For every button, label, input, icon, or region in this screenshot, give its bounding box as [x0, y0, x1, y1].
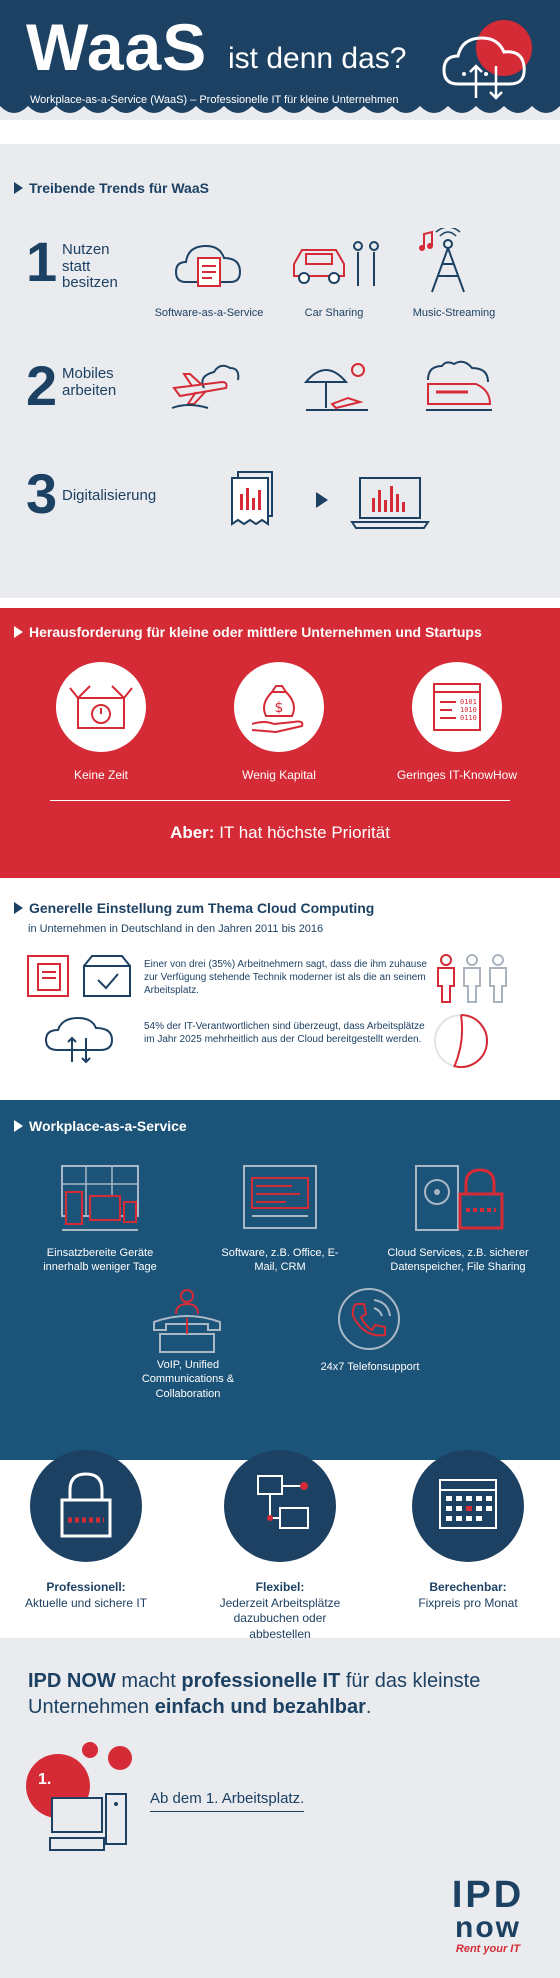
- divider-line: [50, 800, 510, 801]
- low-capital-circle: $: [234, 662, 324, 752]
- cloud-attitude-subtitle: in Unternehmen in Deutschland in den Jah…: [28, 923, 324, 935]
- airplane-icon: [171, 364, 240, 409]
- trend-label-1: Nutzen statt besitzen: [62, 241, 118, 291]
- cloud-sync-icon: [442, 20, 532, 100]
- caption-software: Software, z.B. Office, E-Mail, CRM: [221, 1247, 339, 1274]
- devices-icon: [61, 1165, 139, 1231]
- trend-label-2: Mobiles arbeiten: [62, 365, 117, 399]
- caption-devices: Einsatzbereite Geräte innerhalb weniger …: [43, 1247, 157, 1274]
- phone-support-icon: [338, 1288, 400, 1350]
- binary-code-screen-icon: 0101 1010 0110: [433, 683, 481, 731]
- music-streaming-icon: [419, 228, 465, 293]
- caption-support: 24x7 Telefonsupport: [320, 1361, 420, 1373]
- benefit-circle-2: [224, 1450, 336, 1562]
- trend-number-1: 1: [26, 230, 58, 293]
- triangle-bullet-icon: [14, 902, 23, 914]
- waas-title: Workplace-as-a-Service: [14, 1118, 187, 1134]
- header-banner: WaaS ist denn das? Workplace-as-a-Servic…: [0, 0, 560, 120]
- triangle-bullet-icon: [14, 1120, 23, 1132]
- logo-line-1: IPD: [451, 1874, 525, 1916]
- workstation-icon: 1.: [26, 1742, 132, 1851]
- software-window-icon: [243, 1165, 317, 1229]
- priority-statement: Aber: IT hat höchste Priorität: [170, 823, 390, 842]
- challenge-section: Herausforderung für kleine oder mittlere…: [0, 608, 560, 878]
- padlock-icon: [60, 1472, 112, 1538]
- benefit-professional: Professionell: Aktuelle und sichere IT: [24, 1580, 148, 1610]
- train-icon: [426, 360, 492, 411]
- fact-cloud-2025: 54% der IT-Verantwortlichen sind überzeu…: [144, 1021, 425, 1045]
- svg-text:1010: 1010: [460, 706, 477, 714]
- workstation-number-label: 1.: [38, 1771, 51, 1788]
- network-computers-icon: [257, 1475, 309, 1529]
- trends-section: Treibende Trends für WaaS 1 Nutzen statt…: [0, 144, 560, 598]
- trend-label-3: Digitalisierung: [62, 487, 157, 504]
- calendar-icon: [439, 1479, 497, 1529]
- claim-section: IPD NOW macht professionelle IT für das …: [0, 1638, 560, 1978]
- claim-text: IPD NOW macht professionelle IT für das …: [28, 1670, 481, 1718]
- benefit-predictable: Berechenbar: Fixpreis pro Monat: [418, 1580, 518, 1610]
- benefits-section: Professionell: Aktuelle und sichere IT F…: [0, 1450, 560, 1641]
- caption-car-sharing: Car Sharing: [304, 307, 364, 319]
- scalloped-edge: [0, 106, 560, 120]
- cloud-attitude-title: Generelle Einstellung zum Thema Cloud Co…: [14, 900, 374, 916]
- share-pie-chart: [434, 1014, 488, 1068]
- pie-slice-54: [453, 1014, 488, 1068]
- first-workplace-note: Ab dem 1. Arbeitsplatz.: [150, 1790, 305, 1812]
- ipd-now-logo: IPD now Rent your IT: [436, 1876, 540, 1955]
- caption-cloud-services: Cloud Services, z.B. sicherer Datenspeic…: [387, 1247, 529, 1274]
- trend-number-3: 3: [26, 462, 58, 525]
- paper-document-icon: [231, 471, 273, 526]
- caption-voip: VoIP, Unified Communications & Collabora…: [141, 1359, 235, 1400]
- beach-umbrella-icon: [303, 363, 368, 411]
- arrow-right-icon: [316, 492, 328, 508]
- triangle-bullet-icon: [14, 626, 23, 638]
- home-office-devices-icon: [27, 955, 131, 997]
- cloud-storage-lock-icon: [415, 1165, 504, 1231]
- benefit-circle-1: [30, 1450, 142, 1562]
- benefit-circle-3: [412, 1450, 524, 1562]
- stopwatch-box-icon: [69, 685, 133, 729]
- challenge-title: Herausforderung für kleine oder mittlere…: [14, 624, 482, 640]
- no-time-circle: [56, 662, 146, 752]
- waas-section: Workplace-as-a-Service Einsatzbereite Ge…: [0, 1100, 560, 1460]
- low-knowhow-circle: 0101 1010 0110: [412, 662, 502, 752]
- laptop-chart-icon: [350, 477, 430, 529]
- benefit-flexible: Flexibel: Jederzeit Arbeitsplätze dazubu…: [219, 1580, 341, 1641]
- fact-home-technology: Einer von drei (35%) Arbeitnehmern sagt,…: [144, 959, 427, 996]
- trend-number-2: 2: [26, 354, 58, 417]
- svg-text:0110: 0110: [460, 714, 477, 722]
- caption-music-streaming: Music-Streaming: [412, 307, 496, 319]
- logo-slogan: Rent your IT: [455, 1943, 521, 1955]
- logo-line-2: now: [455, 1911, 521, 1944]
- caption-no-time: Keine Zeit: [73, 768, 129, 782]
- caption-saas: Software-as-a-Service: [154, 307, 264, 319]
- cloud-document-icon: [174, 244, 242, 287]
- tagline: Workplace-as-a-Service (WaaS) – Professi…: [30, 94, 399, 106]
- main-title: WaaS: [26, 10, 208, 84]
- svg-text:0101: 0101: [460, 698, 477, 706]
- triangle-bullet-icon: [14, 182, 23, 194]
- caption-low-capital: Wenig Kapital: [242, 768, 316, 782]
- trends-title: Treibende Trends für WaaS: [14, 180, 209, 196]
- car-sharing-icon: [293, 241, 379, 286]
- caption-low-knowhow: Geringes IT-KnowHow: [396, 768, 518, 782]
- main-subtitle: ist denn das?: [228, 42, 407, 75]
- people-one-of-three-icon: [437, 954, 507, 1003]
- svg-text:$: $: [275, 700, 284, 716]
- money-bag-hand-icon: $: [251, 685, 304, 734]
- voip-phone-icon: [153, 1289, 221, 1353]
- cloud-transfer-icon: [44, 1016, 114, 1064]
- cloud-attitude-section: Generelle Einstellung zum Thema Cloud Co…: [0, 878, 560, 1088]
